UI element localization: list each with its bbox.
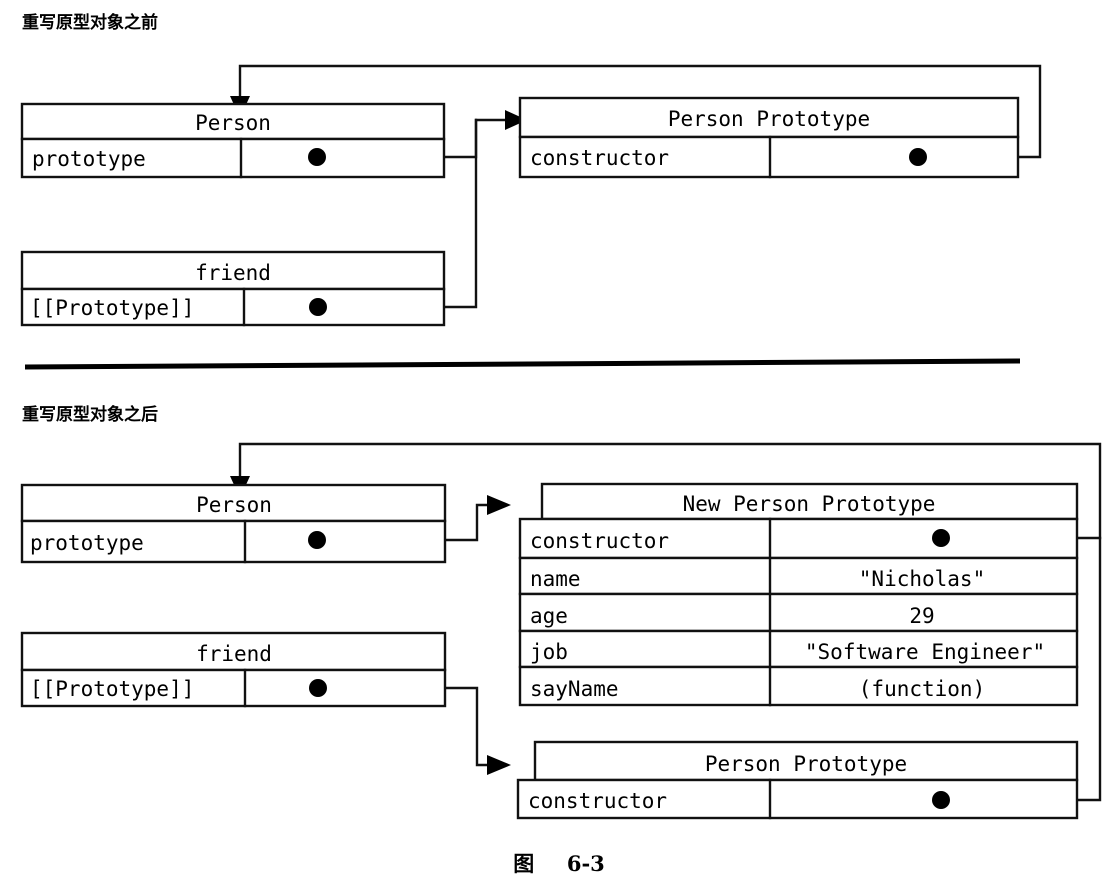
- box-person-before-key-prototype: prototype: [32, 147, 146, 171]
- row-key-constructor: constructor: [530, 529, 669, 553]
- row-key-name: name: [530, 567, 581, 591]
- figure-caption-number: 6-3: [566, 851, 605, 876]
- box-friend-after-header: friend: [196, 642, 272, 666]
- section-title-before: 重写原型对象之前: [22, 13, 158, 33]
- row-key-sayname: sayName: [530, 677, 619, 701]
- arrowhead-icon: [505, 110, 527, 130]
- row-key-job: job: [530, 640, 568, 664]
- row-value-name: "Nicholas": [859, 567, 985, 591]
- box-new-person-prototype-header: New Person Prototype: [683, 492, 936, 516]
- row-value-job: "Software Engineer": [805, 640, 1045, 664]
- box-person-after-key-prototype: prototype: [30, 531, 144, 555]
- section-divider: [24, 358, 1021, 370]
- diagram-before: Person prototype Person Prototype constr…: [20, 64, 1042, 327]
- box-person-prototype-after: Person Prototype constructor: [516, 740, 1079, 820]
- arrowhead-icon: [487, 495, 511, 515]
- box-friend-after-key-prototype: [[Prototype]]: [30, 677, 194, 701]
- box-person-before-header: Person: [195, 111, 271, 135]
- pointer-dot-icon: [308, 531, 326, 549]
- box-person-prototype-after-key-constructor: constructor: [528, 789, 667, 813]
- box-person-prototype-after-header: Person Prototype: [705, 752, 907, 776]
- pointer-dot-icon: [932, 791, 950, 809]
- figure-caption: 图 6-3: [0, 848, 1118, 878]
- diagram-after: Person prototype New Person Prototype co…: [20, 442, 1102, 820]
- section-title-after: 重写原型对象之后: [22, 405, 158, 425]
- row-key-age: age: [530, 604, 568, 628]
- pointer-dot-icon: [308, 148, 326, 166]
- pointer-dot-icon: [309, 679, 327, 697]
- box-friend-before-header: friend: [195, 261, 271, 285]
- box-new-person-prototype: New Person Prototype constructor name "N…: [518, 482, 1079, 707]
- box-person-prototype-before-header: Person Prototype: [668, 107, 870, 131]
- box-friend-after: friend [[Prototype]]: [20, 631, 447, 708]
- pointer-dot-icon: [909, 148, 927, 166]
- pointer-dot-icon: [932, 529, 950, 547]
- arrowhead-icon: [487, 755, 511, 775]
- box-person-prototype-before-key-constructor: constructor: [530, 146, 669, 170]
- row-value-sayname: (function): [859, 677, 985, 701]
- row-value-age: 29: [909, 604, 934, 628]
- box-person-after: Person prototype: [20, 483, 447, 564]
- pointer-dot-icon: [309, 298, 327, 316]
- figure-caption-label: 图: [513, 851, 535, 876]
- box-friend-before: friend [[Prototype]]: [20, 250, 446, 327]
- box-person-after-header: Person: [196, 493, 272, 517]
- box-person-prototype-before: Person Prototype constructor: [518, 96, 1020, 179]
- box-friend-before-key-prototype: [[Prototype]]: [30, 296, 194, 320]
- box-person-before: Person prototype: [20, 102, 446, 179]
